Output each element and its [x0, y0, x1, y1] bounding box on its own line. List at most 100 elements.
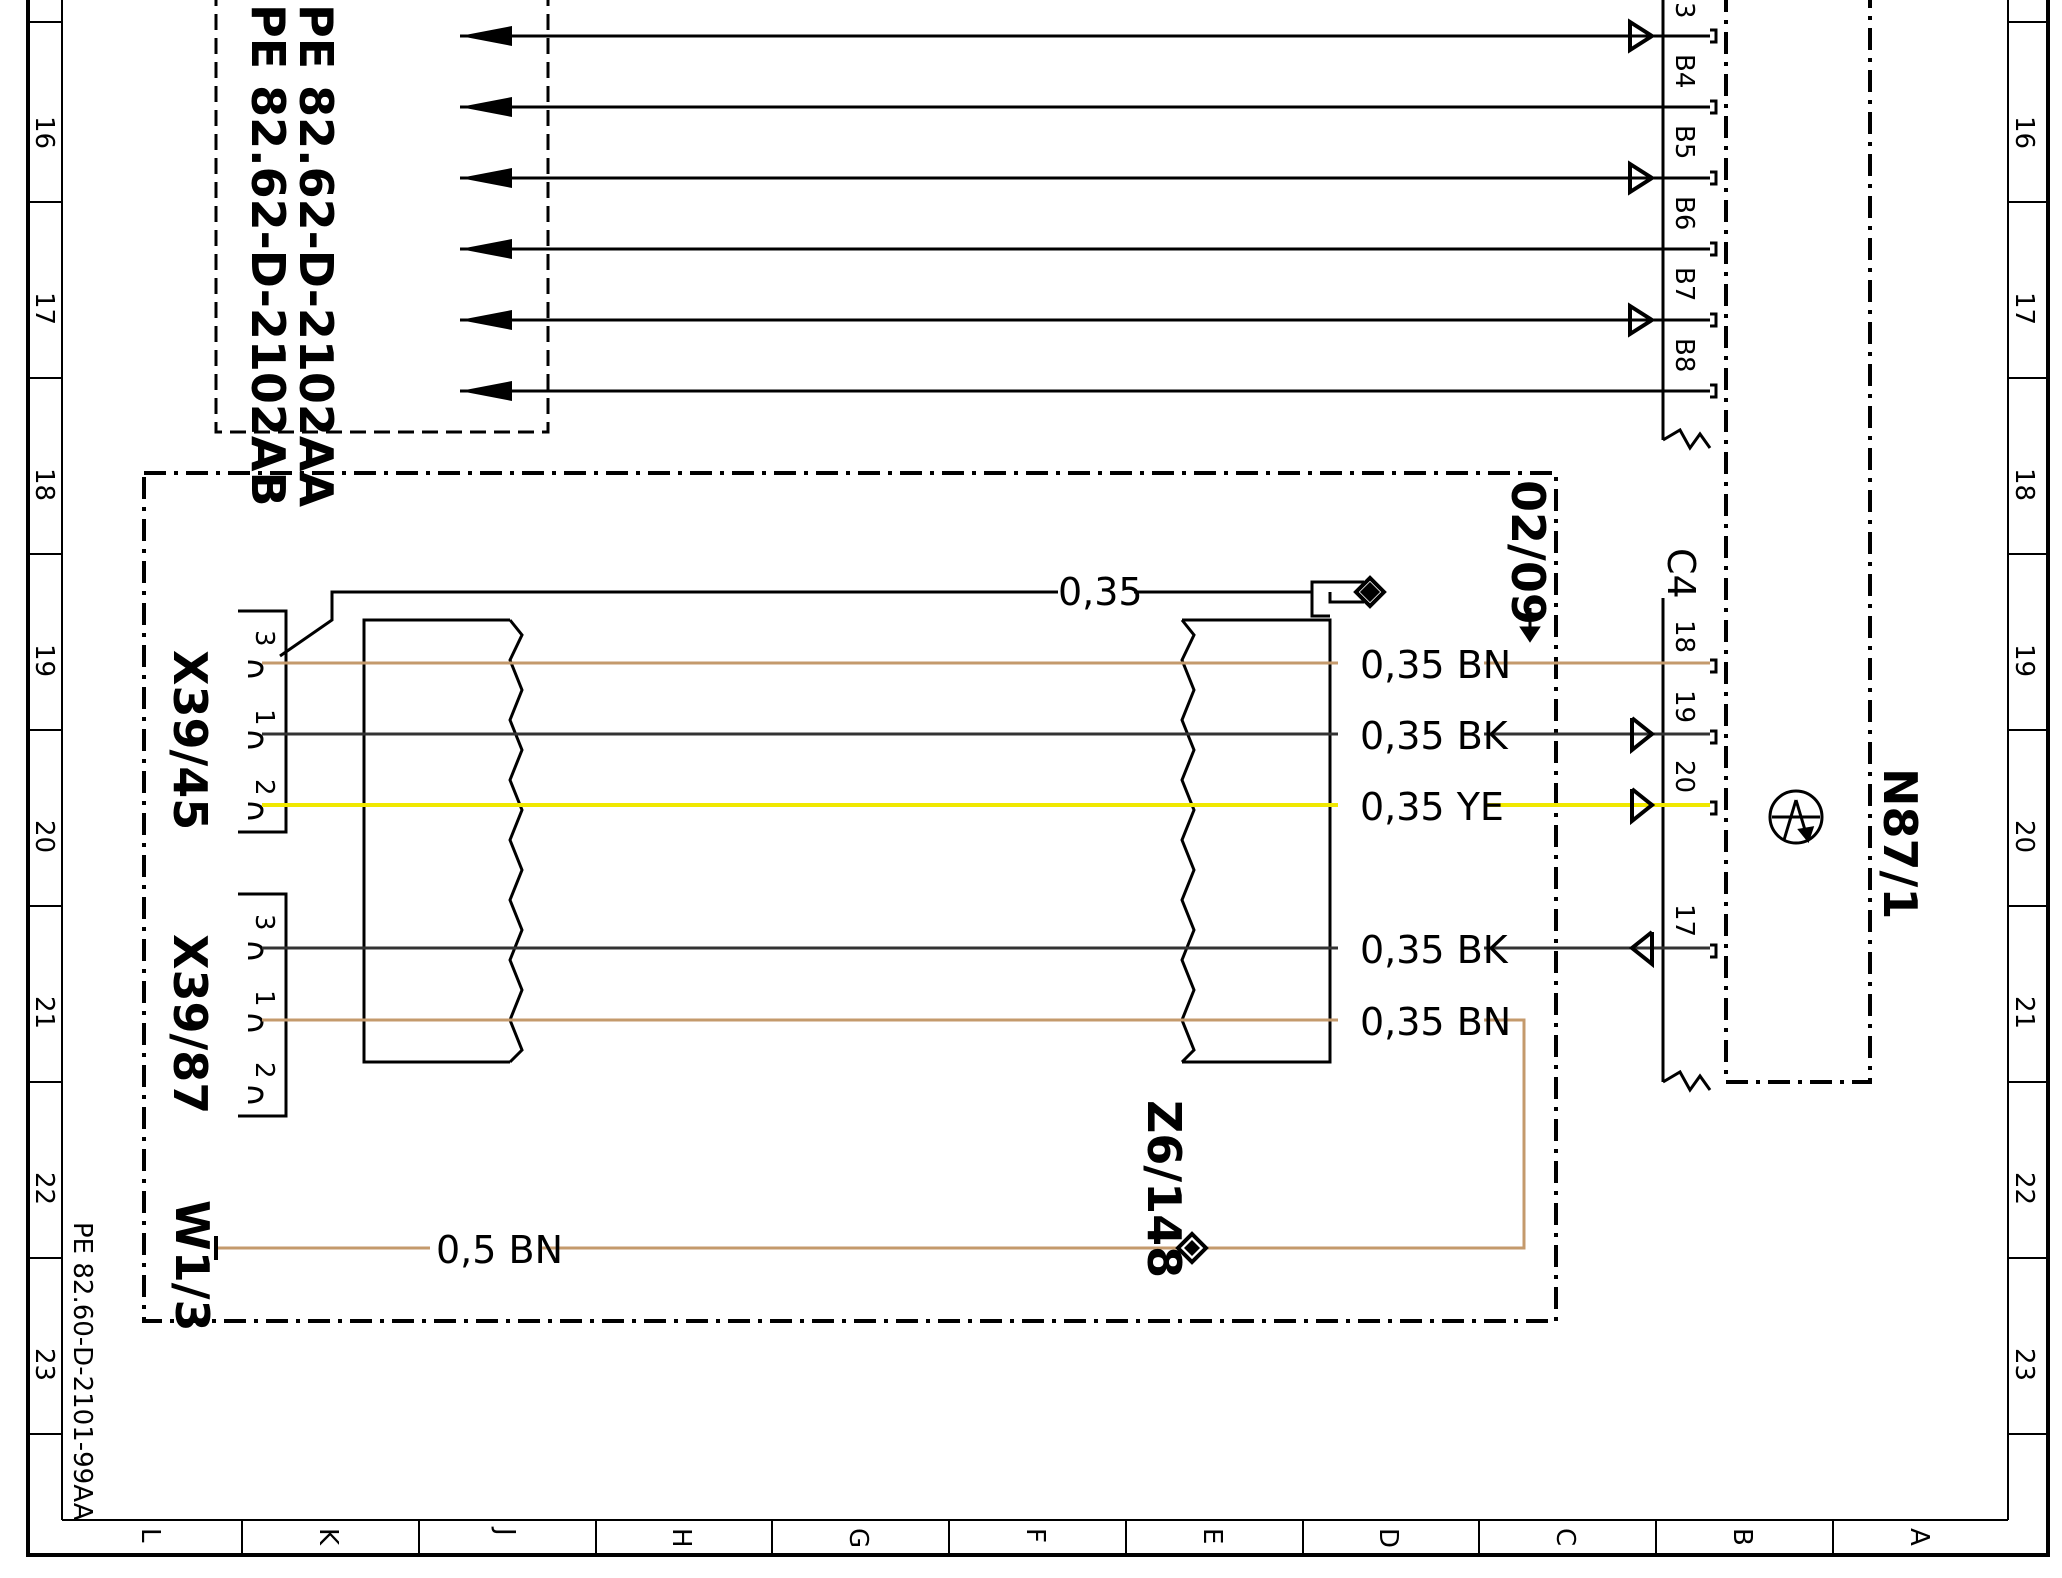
row-label: 19	[29, 644, 59, 677]
column-label: L	[135, 1528, 165, 1543]
wire-label: 0,35 BN	[1360, 1000, 1511, 1044]
cable-sheath	[362, 618, 1332, 1064]
top-signal-lines	[460, 34, 1710, 393]
wire-bk-2: 0,35 BK	[262, 928, 1710, 972]
pin-label: 3	[249, 630, 279, 647]
connector-label: X39/45	[163, 650, 217, 830]
column-label: C	[1550, 1528, 1580, 1546]
row-label: 20	[2009, 820, 2039, 853]
column-label: B	[1727, 1528, 1757, 1546]
pin-label: 17	[1669, 904, 1699, 937]
pin-label: 3	[249, 914, 279, 931]
arrow-left-icon	[460, 26, 512, 46]
top-signal-arrows	[460, 26, 512, 401]
grid-column-labels: L K J H G F E D C B A	[135, 1526, 1934, 1548]
pin-label: 18	[1669, 620, 1699, 653]
column-label: G	[843, 1528, 873, 1548]
arrow-left-icon	[460, 381, 512, 401]
x39-45-connector: X39/45 3 1 2	[163, 609, 288, 834]
c4-connector	[1661, 598, 1718, 1093]
pin-label: B5	[1669, 125, 1699, 159]
row-label: 19	[2009, 644, 2039, 677]
output-arrow-icon	[1630, 716, 1656, 755]
pin-label: 3	[1669, 2, 1699, 19]
wire-label: 0,35 BK	[1360, 928, 1509, 972]
row-label: 17	[2009, 292, 2039, 325]
wire-bn-1: 0,35 BN	[262, 643, 1710, 687]
page-reference-box: PE 82.62-D-2102AA PE 82.62-D-2102AB	[214, 0, 550, 508]
pin-label: B7	[1669, 267, 1699, 301]
module-label: N87/1	[1873, 768, 1927, 919]
pin-label: 2	[249, 779, 279, 796]
arrow-left-icon	[460, 310, 512, 330]
row-label: 18	[2009, 468, 2039, 501]
pin-label: 19	[1669, 690, 1699, 723]
row-label: 21	[2009, 996, 2039, 1029]
pin-label: B6	[1669, 196, 1699, 230]
wire-label: 0,35 BK	[1360, 714, 1509, 758]
page-ref-b: PE 82.62-D-2102AB	[241, 4, 295, 507]
grid-row-labels-right: 16 17 18 19 20 21 22 23	[2009, 116, 2039, 1381]
shield-wire	[279, 575, 1387, 658]
top-pin-labels: 3 B4 B5 B6 B7 B8	[1669, 2, 1699, 372]
arrow-left-icon	[460, 239, 512, 259]
connector-label: X39/87	[163, 934, 217, 1114]
page-ref-a: PE 82.62-D-2102AA	[289, 4, 343, 508]
wire-label: 0,35 YE	[1360, 785, 1504, 829]
arrow-down-icon	[1519, 608, 1541, 643]
row-label: 16	[29, 116, 59, 149]
splice-label: Z6/148	[1137, 1100, 1191, 1278]
harness-box: 02/09	[142, 471, 1558, 1323]
input-arrow-icon	[1628, 302, 1654, 338]
input-arrow-icon	[1628, 930, 1654, 969]
transistor-icon	[1768, 789, 1824, 845]
pin-label: 20	[1669, 760, 1699, 793]
pin-label: 1	[249, 990, 279, 1007]
input-arrow-icon	[1628, 18, 1654, 54]
module-n87-1: N87/1	[1724, 0, 1927, 1084]
wire-bk-1: 0,35 BK	[262, 714, 1710, 758]
x39-87-connector: X39/87 3 1 2	[163, 892, 288, 1118]
wire-label: 0,5 BN	[436, 1228, 563, 1272]
pin-label: B8	[1669, 338, 1699, 372]
pin-label: B4	[1669, 54, 1699, 88]
row-label: 22	[29, 1172, 59, 1205]
row-label: 23	[29, 1348, 59, 1381]
row-label: 23	[2009, 1348, 2039, 1381]
date-code: 02/09	[1501, 480, 1555, 625]
sheet-frame	[26, 0, 2050, 1557]
column-label: J	[490, 1526, 520, 1536]
c4-label: C4	[1659, 548, 1703, 599]
row-label: 16	[2009, 116, 2039, 149]
arrow-left-icon	[460, 168, 512, 188]
shield-label: 0,35	[1058, 570, 1143, 614]
wire-bn-2: 0,35 BN	[262, 1000, 1526, 1250]
pin-label: 2	[249, 1062, 279, 1079]
output-arrow-icon	[1630, 787, 1656, 826]
column-label: D	[1373, 1528, 1403, 1548]
top-input-arrows	[1628, 18, 1654, 338]
wire-ye-1: 0,35 YE	[262, 785, 1710, 829]
column-label: E	[1197, 1528, 1227, 1544]
column-label: F	[1020, 1528, 1050, 1543]
arrow-left-icon	[460, 97, 512, 117]
sheet-id: PE 82.60-D-2101-99AA	[67, 1222, 97, 1521]
grid-row-labels-left: 16 17 18 19 20 21 22 23	[29, 116, 59, 1381]
column-label: A	[1904, 1528, 1934, 1546]
pin-label: 1	[249, 709, 279, 726]
ground-wire: 0,5 BN W1/3	[165, 1200, 1178, 1332]
ground-label: W1/3	[165, 1200, 219, 1332]
row-label: 17	[29, 292, 59, 325]
row-label: 20	[29, 820, 59, 853]
c4-pin-labels: 18 19 20 17	[1669, 620, 1699, 937]
splice-z6-148: Z6/148	[1137, 1100, 1209, 1278]
column-label: K	[313, 1528, 343, 1546]
row-label: 21	[29, 996, 59, 1029]
row-label: 18	[29, 468, 59, 501]
wire-label: 0,35 BN	[1360, 643, 1511, 687]
row-label: 22	[2009, 1172, 2039, 1205]
input-arrow-icon	[1628, 160, 1654, 196]
top-connector	[1661, 0, 1718, 451]
column-label: H	[666, 1528, 696, 1548]
